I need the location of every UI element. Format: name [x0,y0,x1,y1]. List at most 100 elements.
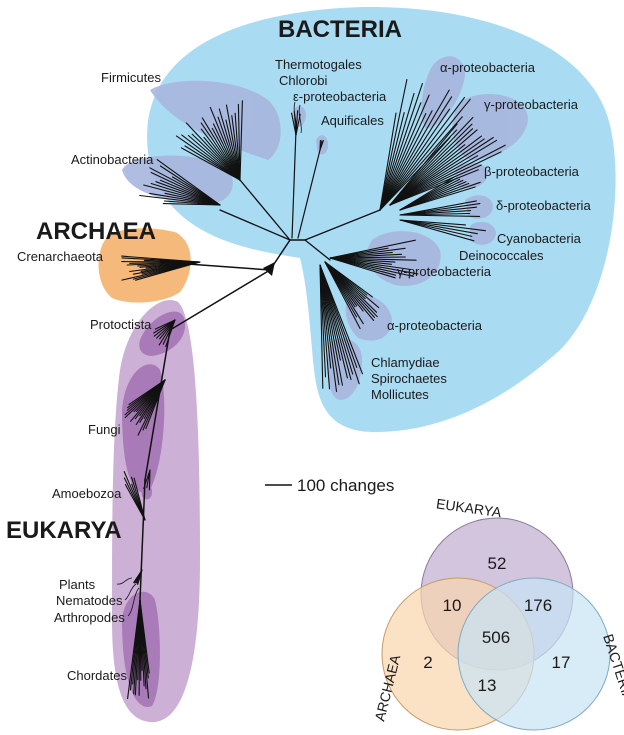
tree-branch [291,129,297,239]
gamma-proteobacteria-branch [389,144,506,206]
fungi-branch [128,379,166,405]
gamma-proteobacteria-branch [389,155,479,206]
venn-count-archaea-only: 2 [423,653,432,672]
label-plants: Plants [59,577,96,592]
chlamydiae-branch [319,264,331,390]
label-nematodes: Nematodes [56,593,123,608]
firmicutes-branch [218,108,241,181]
scale-bar-label: 100 changes [297,476,394,495]
alpha-proteobacteria-branch [379,102,422,211]
actinobacteria-branch [143,184,221,206]
firmicutes-branch [234,112,241,181]
tree-branch [219,209,291,241]
alpha-proteobacteria-branch [379,92,415,211]
label-actinobacteria: Actinobacteria [71,152,154,167]
alpha-proteobacteria-branch [379,108,451,211]
nematodes-leader-line [124,583,137,601]
gamma-proteobacteria-branch [389,138,485,206]
label-alpha-proteobacteria-mid: α-proteobacteria [387,318,483,333]
plants-leader-line [116,577,133,585]
actinobacteria-branch [149,167,221,206]
thermotogales-leader-line [293,101,297,131]
venn-count-eukarya-bacteria: 176 [524,596,552,615]
chordates-branch [127,599,141,700]
label-beta-proteobacteria: β-proteobacteria [484,164,580,179]
label-protoctista: Protoctista [90,317,152,332]
tree-branch [304,209,381,241]
root-marker-icon [263,262,275,276]
beta-proteobacteria-branch [399,186,476,211]
tree-backbone [144,329,171,481]
gamma-proteobacteria-branch [389,128,474,206]
bacteria-title: BACTERIA [278,16,402,43]
venn-count-bacteria-only: 17 [552,653,571,672]
gamma-proteobacteria-mid-branch [329,257,396,279]
arthropodes-leader-line [127,587,140,617]
chlamydiae-branch [319,264,360,385]
alpha-proteobacteria-branch [379,89,450,211]
chlamydiae-branch [319,264,324,389]
firmicutes-branch [237,103,241,181]
cyanobacteria-branch [399,219,475,242]
firmicutes-branch [191,133,241,181]
label-chlamydiae: Chlamydiae [371,355,440,370]
alpha-proteobacteria-branch [379,112,405,211]
firmicutes-branch [225,104,241,181]
firmicutes-branch [231,115,241,181]
delta-region [465,195,493,219]
tree-branch [297,149,321,239]
label-chlorobi: Chlorobi [279,73,328,88]
eukarya-title: EUKARYA [6,517,122,544]
label-crenarchaeota: Crenarchaeota [17,249,104,264]
phylogenetic-tree [121,78,506,700]
tree-backbone [139,479,146,601]
label-fungi: Fungi [88,422,121,437]
venn-diagram: EUKARYA ARCHAEA BACTERIA 52 10 176 506 2… [371,495,624,731]
firmicutes-branch [200,122,241,181]
label-arthropodes: Arthropodes [54,610,125,625]
gamma-proteobacteria-mid-branch [329,257,419,275]
label-firmicutes: Firmicutes [101,70,161,85]
firmicutes-branch [209,106,241,181]
gamma-proteobacteria-branch [389,129,478,206]
firmicutes-branch [239,100,243,181]
venn-circle-bacteria [457,577,611,731]
label-aquificales: Aquificales [321,113,384,128]
gamma-proteobacteria-mid-branch [329,239,416,259]
firmicutes-branch [200,128,241,181]
actinobacteria-branch [139,194,221,206]
venn-count-archaea-eukarya: 10 [443,596,462,615]
label-amoebozoa: Amoebozoa [52,486,122,501]
gamma-proteobacteria-branch [389,169,479,206]
cyanobacteria-region [470,221,496,245]
amoebozoa-branch [143,469,151,490]
firmicutes-branch [175,135,241,181]
crenarchaeota-branch [121,255,201,263]
chlamydiae-branch [319,264,343,386]
label-epsilon-proteobacteria: ε-proteobacteria [293,89,387,104]
gamma-proteobacteria-mid-branch [329,257,414,277]
tree-backbone [169,269,271,331]
alpha-proteobacteria-branch [379,78,408,211]
firmicutes-branch [185,122,241,181]
venn-count-archaea-bacteria: 13 [478,676,497,695]
alpha-proteobacteria-branch [379,94,430,211]
protoctista-branch [158,319,176,346]
label-spirochaetes: Spirochaetes [371,371,447,386]
cyanobacteria-branch [399,219,487,232]
alpha-proteobacteria-branch [379,98,471,211]
label-alpha-proteobacteria-top: α-proteobacteria [440,60,536,75]
firmicutes-branch [181,134,241,181]
eukarya-branch [133,477,146,521]
label-delta-proteobacteria: δ-proteobacteria [496,198,591,213]
label-gamma-proteobacteria-mid: γ-proteobacteria [397,264,492,279]
firmicutes-branch [180,147,241,181]
firmicutes-branch [217,116,241,181]
alpha-proteobacteria-branch [379,112,397,211]
venn-count-all-three: 506 [482,628,510,647]
label-mollicutes: Mollicutes [371,387,429,402]
firmicutes-branch [187,134,241,181]
venn-label-eukarya: EUKARYA [435,495,503,520]
gamma-proteobacteria-branch [389,151,502,206]
